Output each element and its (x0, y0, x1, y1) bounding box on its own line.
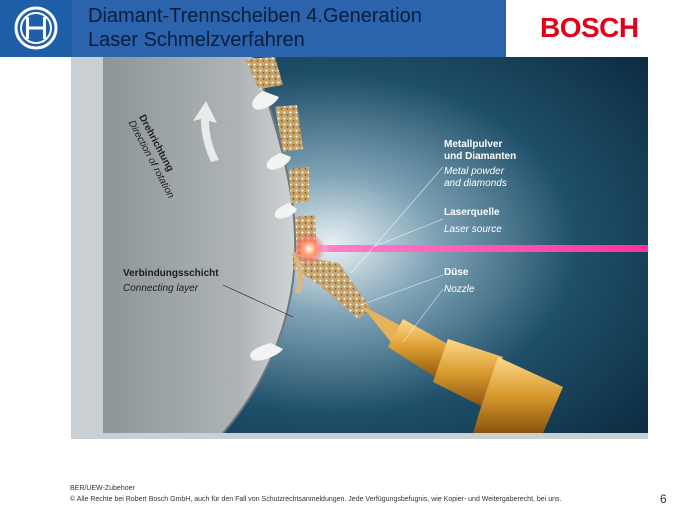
laser-welding-illustration (103, 57, 648, 433)
powder-label-en: Metal powder (444, 166, 505, 177)
blade-gullets (250, 91, 297, 361)
page-number: 6 (660, 492, 667, 506)
leader-lines (350, 166, 444, 343)
rotation-arrow-icon (193, 101, 219, 162)
laser-label-en: Laser source (444, 224, 502, 235)
brand-area: BOSCH (506, 0, 680, 57)
bosch-logo: BOSCH (540, 12, 639, 43)
blade-disc (103, 57, 296, 433)
title-panel: Diamant-Trennscheiben 4.Generation Laser… (72, 0, 506, 57)
footer-copyright: © Alle Rechte bei Robert Bosch GmbH, auc… (70, 496, 562, 503)
nozzle-label-de: Düse (444, 267, 469, 278)
laser-label-de: Laserquelle (444, 207, 500, 218)
layer-label-en: Connecting layer (123, 283, 199, 294)
page-subtitle: Laser Schmelzverfahren (88, 29, 305, 51)
nozzle (361, 305, 563, 433)
slide-header: Diamant-Trennscheiben 4.Generation Laser… (0, 0, 680, 57)
nozzle-label-en: Nozzle (444, 284, 475, 295)
layer-label-de: Verbindungsschicht (123, 268, 219, 279)
footer-department: BER/UEW-Zubehoer (70, 485, 135, 492)
powder-label-de: Metallpulver (444, 139, 503, 150)
laser-beam (303, 245, 648, 252)
leader-line-layer (222, 284, 294, 318)
powder-stream (293, 255, 371, 319)
logo-panel (0, 0, 72, 57)
laser-spot (293, 233, 325, 265)
page-title: Diamant-Trennscheiben 4.Generation (88, 5, 422, 27)
powder-label-de-2: und Diamanten (444, 151, 517, 162)
bosch-armature-icon (14, 6, 58, 50)
powder-label-en-2: and diamonds (444, 178, 507, 189)
